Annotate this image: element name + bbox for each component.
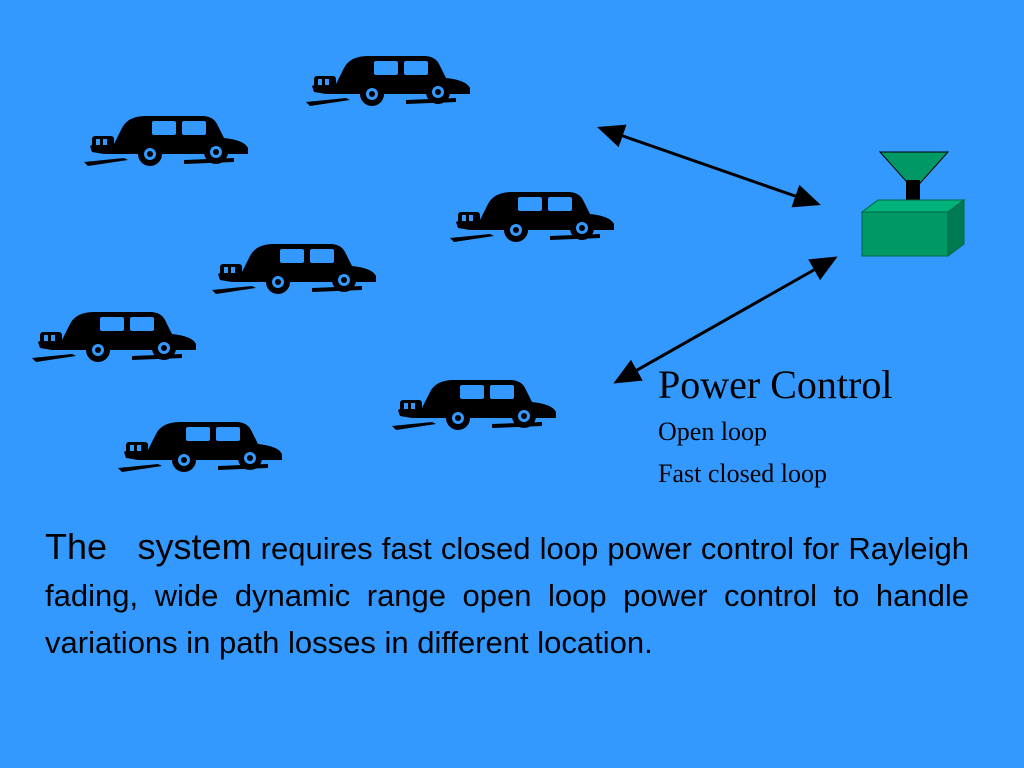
- base-station-icon: [852, 148, 972, 263]
- power-control-block: Power Control Open loop Fast closed loop: [658, 360, 892, 490]
- car-icon: [212, 236, 380, 300]
- car-icon: [32, 304, 200, 368]
- car-icon-graphic: [84, 116, 248, 166]
- car-icon-graphic: [450, 192, 614, 242]
- downlink-arrow: [613, 256, 838, 384]
- car-icon: [306, 48, 474, 112]
- uplink-arrow: [597, 124, 821, 208]
- body-paragraph: The system requires fast closed loop pow…: [45, 523, 969, 666]
- link-arrows: [597, 124, 838, 384]
- car-icon-graphic: [118, 422, 282, 472]
- body-lead: The system: [45, 526, 252, 567]
- car-icon-graphic: [212, 244, 376, 294]
- car-icon-graphic: [392, 380, 556, 430]
- car-icon: [450, 184, 618, 248]
- power-control-open-loop: Open loop: [658, 417, 768, 446]
- car-icon: [392, 372, 560, 436]
- body-rest: requires fast closed loop power control …: [45, 531, 969, 660]
- antenna-icon: [860, 151, 966, 257]
- car-icon: [84, 108, 252, 172]
- power-control-title: Power Control: [658, 362, 893, 407]
- car-icon: [118, 414, 286, 478]
- power-control-fast-closed-loop: Fast closed loop: [658, 459, 827, 488]
- car-icon-graphic: [32, 312, 196, 362]
- car-icon-graphic: [306, 56, 470, 106]
